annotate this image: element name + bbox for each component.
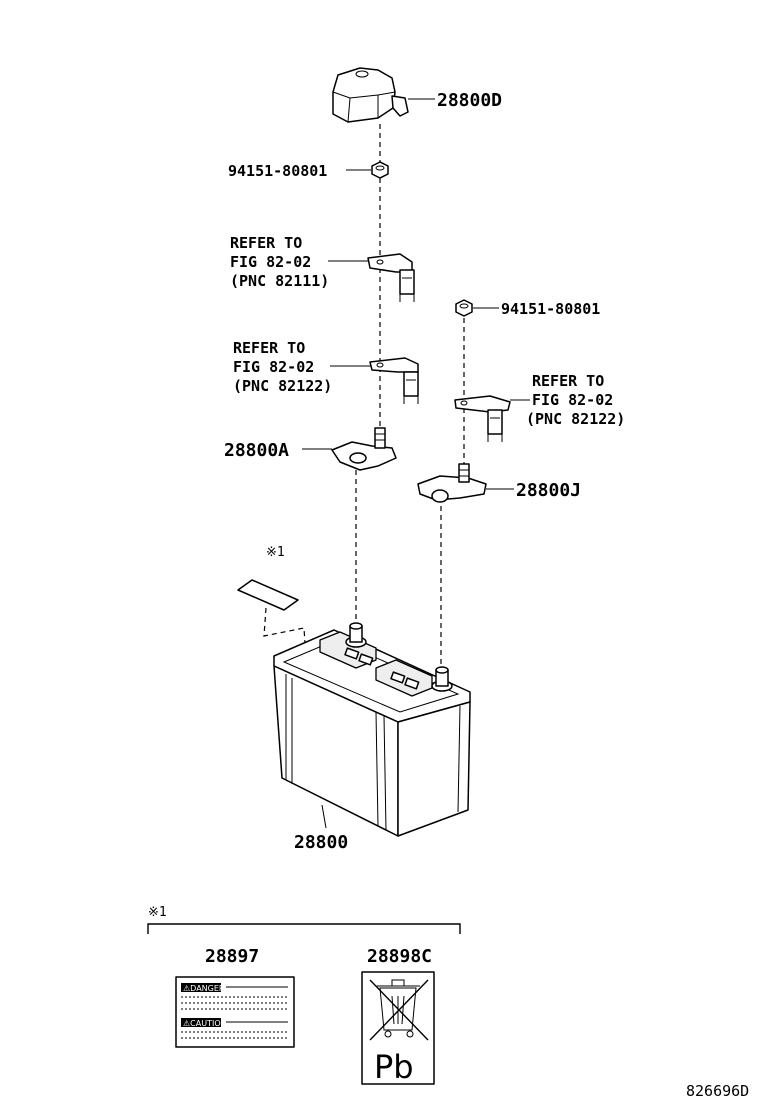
refer-b-line1: REFER TO bbox=[233, 339, 305, 357]
refer-c-line3: (PNC 82122) bbox=[526, 410, 625, 428]
refer-b-line3: (PNC 82122) bbox=[233, 377, 332, 395]
sticker-caution: ⚠CAUTION bbox=[183, 1019, 227, 1028]
label-a-part-number: 28897 bbox=[205, 946, 259, 967]
cover-part-number: 28800D bbox=[437, 90, 502, 111]
refer-c-line2: FIG 82-02 bbox=[532, 391, 613, 409]
negative-terminal-clamp[interactable] bbox=[417, 463, 487, 503]
nut-right-part-number: 94151-80801 bbox=[501, 300, 600, 318]
battery-part-number: 28800 bbox=[294, 832, 348, 853]
nut-left[interactable] bbox=[371, 161, 389, 179]
negative-clamp-part-number: 28800J bbox=[516, 480, 581, 501]
drawing-number: 826696D bbox=[686, 1082, 749, 1100]
battery-terminal-cover[interactable] bbox=[332, 67, 409, 123]
cable-terminal-82122-left[interactable] bbox=[369, 357, 419, 404]
positive-terminal-clamp[interactable] bbox=[331, 427, 397, 471]
recycling-pb-label[interactable]: Pb bbox=[361, 971, 435, 1086]
refer-a-line1: REFER TO bbox=[230, 234, 302, 252]
label-b-part-number: 28898C bbox=[367, 946, 432, 967]
pb-symbol: Pb bbox=[374, 1048, 414, 1086]
sticker-danger: ⚠DANGER bbox=[183, 984, 225, 993]
refer-a-line3: (PNC 82111) bbox=[230, 272, 329, 290]
refer-b-line2: FIG 82-02 bbox=[233, 358, 314, 376]
cable-terminal-82111[interactable] bbox=[367, 253, 415, 302]
nut-left-part-number: 94151-80801 bbox=[228, 162, 327, 180]
refer-c-line1: REFER TO bbox=[532, 372, 604, 390]
warning-label-sticker[interactable]: ⚠DANGER ⚠CAUTION bbox=[175, 976, 295, 1048]
battery[interactable] bbox=[273, 622, 471, 837]
nut-right[interactable] bbox=[455, 299, 473, 317]
refer-a-line2: FIG 82-02 bbox=[230, 253, 311, 271]
cable-terminal-82122-right[interactable] bbox=[454, 395, 511, 442]
note-mark-bottom: ※1 bbox=[148, 905, 167, 920]
positive-clamp-part-number: 28800A bbox=[224, 440, 289, 461]
warning-label-sticker-small[interactable] bbox=[237, 579, 299, 611]
note-mark-top: ※1 bbox=[266, 545, 285, 560]
